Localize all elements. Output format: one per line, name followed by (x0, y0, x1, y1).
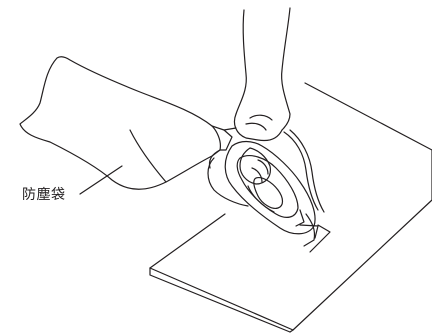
circular-saw-icon (208, 130, 324, 246)
workpiece-board (150, 83, 432, 332)
dust-bag-icon (20, 57, 236, 190)
hand-icon (234, 8, 290, 184)
dust-bag-label: 防塵袋 (22, 187, 66, 203)
callout-leader-line (80, 166, 122, 194)
